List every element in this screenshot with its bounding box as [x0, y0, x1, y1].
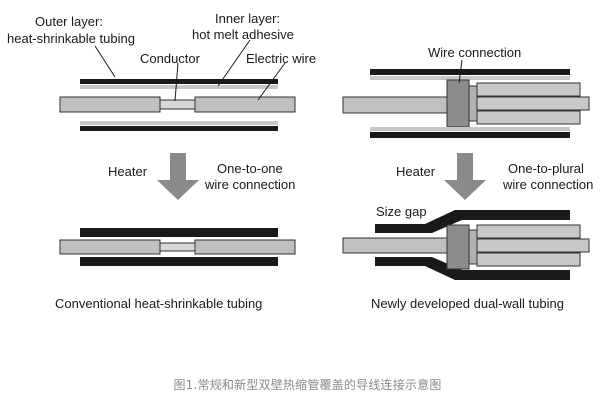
- heater-arrow-icon: [444, 153, 486, 200]
- shrunk-tube-bottom: [375, 257, 570, 280]
- size-gap-label: Size gap: [376, 204, 427, 219]
- inner-layer-leader: [217, 39, 251, 87]
- right-after-assembly: Size gap Newly developed dual-wall tubin…: [342, 204, 590, 311]
- left-connection-label-line1: One-to-one: [217, 161, 283, 176]
- wire-connector-collar: [468, 85, 478, 122]
- right-before-assembly: Wire connection: [342, 45, 590, 138]
- adhesive-bottom: [80, 121, 278, 125]
- left-title: Conventional heat-shrinkable tubing: [55, 296, 262, 311]
- shrunk-tube-top: [80, 228, 278, 237]
- right-adhesive-top: [370, 76, 570, 80]
- single-wire: [342, 96, 449, 114]
- right-adhesive-bottom: [370, 127, 570, 131]
- inner-layer-label-line1: Inner layer:: [215, 11, 280, 26]
- wire-connector-collar-after: [468, 229, 478, 265]
- conductor-after: [159, 242, 196, 252]
- heater-arrow-icon: [157, 153, 199, 200]
- plural-wire-1: [476, 82, 581, 97]
- electric-wire-leader: [257, 62, 286, 101]
- left-before-assembly: Outer layer: heat-shrinkable tubing Inne…: [7, 11, 316, 131]
- wire-connector-after: [446, 224, 470, 270]
- wire-connection-leader: [458, 59, 463, 84]
- electric-wire-right-after: [194, 239, 296, 255]
- plural-wire-3: [476, 110, 581, 125]
- shrunk-tube-bottom: [80, 257, 278, 266]
- left-heater-arrow: Heater One-to-one wire connection: [108, 153, 295, 200]
- plural-wire-2: [476, 96, 590, 111]
- shrunk-tube-top: [375, 210, 570, 233]
- plural-wire-2-after: [476, 238, 590, 253]
- right-outer-tube-top: [370, 69, 570, 75]
- inner-layer-label-line2: hot melt adhesive: [192, 27, 294, 42]
- right-heater-arrow: Heater One-to-plural wire connection: [396, 153, 593, 200]
- wire-connector: [446, 79, 470, 128]
- outer-tube-bottom: [80, 126, 278, 131]
- electric-wire-left: [59, 96, 161, 113]
- conductor: [159, 99, 196, 110]
- right-heater-label: Heater: [396, 164, 436, 179]
- conductor-leader: [174, 62, 179, 102]
- left-heater-label: Heater: [108, 164, 148, 179]
- right-connection-label-line2: wire connection: [502, 177, 593, 192]
- electric-wire-label: Electric wire: [246, 51, 316, 66]
- outer-layer-leader: [94, 45, 116, 78]
- outer-layer-label-line1: Outer layer:: [35, 14, 103, 29]
- electric-wire-right: [194, 96, 296, 113]
- figure-caption: 图1.常规和新型双壁热缩管覆盖的导线连接示意图: [173, 378, 442, 392]
- right-connection-label-line1: One-to-plural: [508, 161, 584, 176]
- conductor-label: Conductor: [140, 51, 201, 66]
- right-outer-tube-bottom: [370, 132, 570, 138]
- left-connection-label-line2: wire connection: [204, 177, 295, 192]
- adhesive-top: [80, 85, 278, 89]
- single-wire-after: [342, 237, 449, 254]
- outer-layer-label-line2: heat-shrinkable tubing: [7, 31, 135, 46]
- right-title: Newly developed dual-wall tubing: [371, 296, 564, 311]
- electric-wire-left-after: [59, 239, 161, 255]
- outer-tube-top: [80, 79, 278, 84]
- wire-connection-label: Wire connection: [428, 45, 521, 60]
- left-after-assembly: Conventional heat-shrinkable tubing: [55, 228, 296, 311]
- plural-wire-3-after: [476, 252, 581, 267]
- plural-wire-1-after: [476, 224, 581, 239]
